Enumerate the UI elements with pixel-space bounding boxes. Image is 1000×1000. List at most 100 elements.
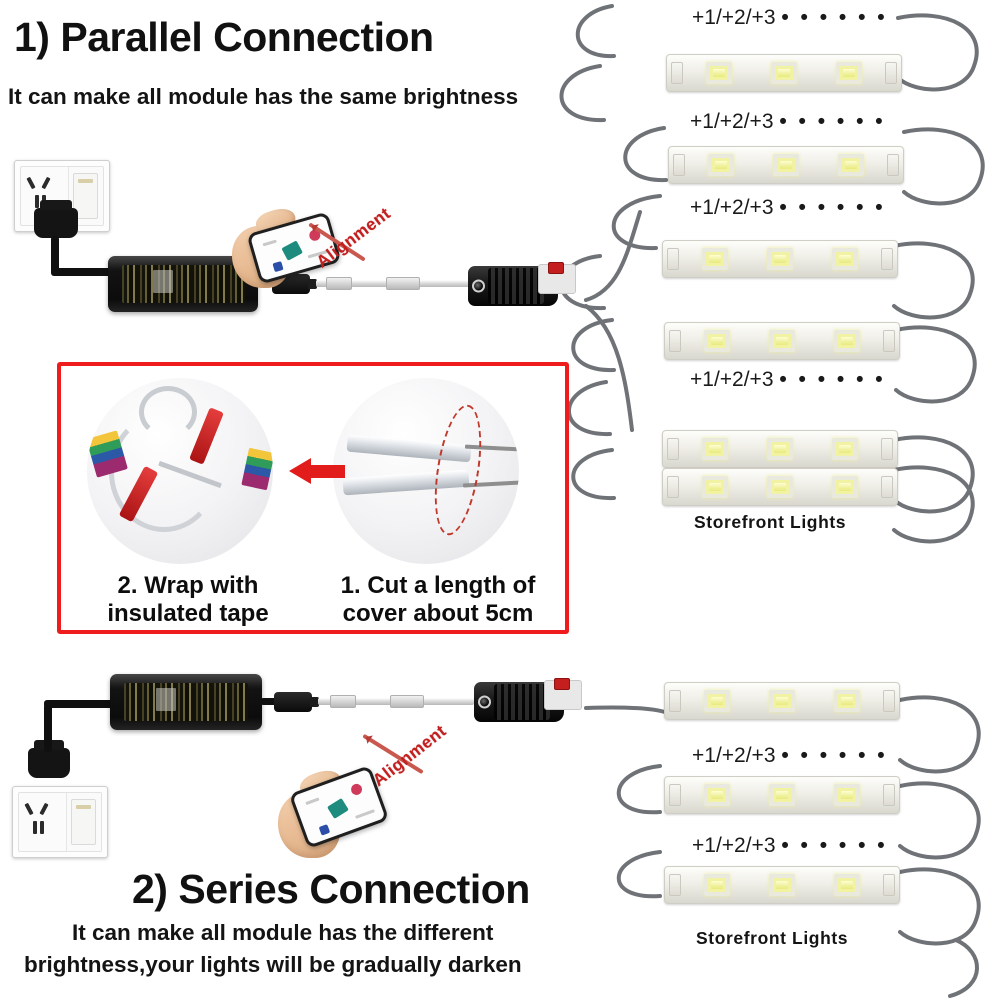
led-module bbox=[662, 468, 898, 506]
led-chip bbox=[708, 154, 735, 176]
cable-ferrule-b bbox=[390, 695, 424, 708]
led-chip bbox=[768, 784, 795, 806]
module-polarity-label: +1/+2/+3 • • • • • • bbox=[692, 834, 888, 858]
led-chip bbox=[831, 476, 858, 498]
series-subtitle-line2: brightness,your lights will be gradually… bbox=[24, 952, 522, 977]
callout-step-2: 2. Wrap with insulated tape bbox=[75, 572, 301, 629]
led-chip bbox=[706, 62, 733, 84]
socket-switch[interactable] bbox=[66, 793, 101, 851]
led-module bbox=[662, 430, 898, 468]
power-adapter-brick bbox=[110, 674, 262, 730]
led-chip bbox=[768, 690, 795, 712]
barrel-hole bbox=[472, 279, 485, 293]
led-module bbox=[664, 322, 900, 360]
polarity-text: +1/+2/+3 bbox=[690, 368, 774, 391]
cable-ferrule-b bbox=[386, 277, 420, 290]
series-subtitle-line1: It can make all module has the different bbox=[72, 920, 494, 945]
adapter-dc-cord bbox=[260, 698, 278, 705]
alignment-label-series: Alignment bbox=[369, 721, 450, 791]
led-chip bbox=[704, 690, 731, 712]
callout-box: 2. Wrap with insulated tape 1. Cut a len… bbox=[57, 362, 569, 634]
polarity-dots: • • • • • • bbox=[779, 110, 886, 133]
led-chip bbox=[704, 874, 731, 896]
step1-line2: cover about 5cm bbox=[342, 600, 534, 628]
cable-ferrule-a bbox=[326, 277, 352, 290]
led-chip bbox=[831, 438, 858, 460]
led-chip bbox=[768, 874, 795, 896]
ac-plug-cord bbox=[44, 704, 52, 752]
socket-face bbox=[18, 792, 102, 852]
ac-plug bbox=[34, 199, 78, 238]
ac-plug bbox=[28, 739, 70, 778]
led-chip bbox=[766, 476, 793, 498]
module-polarity-label: +1/+2/+3 • • • • • • bbox=[690, 110, 886, 134]
led-chip bbox=[831, 248, 858, 270]
led-chip bbox=[766, 438, 793, 460]
led-chip bbox=[772, 154, 799, 176]
callout-step-1: 1. Cut a length of cover about 5cm bbox=[315, 572, 561, 629]
adapter-label bbox=[121, 264, 245, 304]
led-chip bbox=[835, 62, 862, 84]
led-module bbox=[664, 776, 900, 814]
barrel-hole bbox=[478, 695, 491, 709]
led-chip bbox=[833, 330, 860, 352]
callout-arrow bbox=[289, 458, 345, 484]
led-chip bbox=[704, 784, 731, 806]
led-chip bbox=[766, 248, 793, 270]
led-chip bbox=[702, 438, 729, 460]
led-chip bbox=[833, 874, 860, 896]
led-module bbox=[666, 54, 902, 92]
polarity-text: +1/+2/+3 bbox=[690, 196, 774, 219]
wall-socket bbox=[12, 786, 108, 858]
module-polarity-label: +1/+2/+3 • • • • • • bbox=[690, 368, 886, 392]
led-chip bbox=[837, 154, 864, 176]
led-chip bbox=[833, 690, 860, 712]
step1-line1: 1. Cut a length of bbox=[340, 572, 536, 599]
connector-red-tab bbox=[548, 262, 564, 274]
step2-line1: 2. Wrap with bbox=[117, 572, 259, 599]
polarity-text: +1/+2/+3 bbox=[692, 834, 776, 857]
wrap-photo bbox=[87, 378, 273, 564]
ac-plug-cord bbox=[51, 236, 59, 274]
module-polarity-label: +1/+2/+3 • • • • • • bbox=[692, 6, 888, 30]
led-module bbox=[662, 240, 898, 278]
led-chip bbox=[770, 62, 797, 84]
ac-cord-to-adapter bbox=[51, 268, 115, 276]
led-chip bbox=[702, 476, 729, 498]
connector-clip bbox=[538, 264, 576, 294]
polarity-text: +1/+2/+3 bbox=[690, 110, 774, 133]
cut-marker-ellipse bbox=[426, 401, 490, 539]
polarity-dots: • • • • • • bbox=[779, 368, 886, 391]
led-module bbox=[668, 146, 904, 184]
parallel-heading: 1) Parallel Connection bbox=[14, 14, 434, 60]
ac-cord-to-adapter bbox=[44, 700, 116, 708]
series-heading: 2) Series Connection bbox=[132, 866, 530, 912]
connector-red-tab bbox=[554, 678, 570, 690]
led-chip bbox=[704, 330, 731, 352]
cable-ferrule-a bbox=[330, 695, 356, 708]
storefront-caption-parallel: Storefront Lights bbox=[694, 512, 847, 532]
storefront-caption-series: Storefront Lights bbox=[696, 928, 849, 948]
polarity-text: +1/+2/+3 bbox=[692, 6, 776, 29]
adapter-label bbox=[123, 682, 249, 722]
module-polarity-label: +1/+2/+3 • • • • • • bbox=[690, 196, 886, 220]
step2-line2: insulated tape bbox=[107, 600, 269, 628]
parallel-subtitle: It can make all module has the same brig… bbox=[8, 84, 519, 109]
smartphone-in-hand bbox=[232, 204, 352, 294]
dc-male-barrel-connector bbox=[274, 692, 319, 712]
led-chip bbox=[768, 330, 795, 352]
polarity-dots: • • • • • • bbox=[779, 196, 886, 219]
led-chip bbox=[833, 784, 860, 806]
polarity-text: +1/+2/+3 bbox=[692, 744, 776, 767]
rainbow-wire bbox=[241, 447, 273, 491]
polarity-dots: • • • • • • bbox=[781, 6, 888, 29]
polarity-dots: • • • • • • bbox=[781, 744, 888, 767]
smartphone-in-hand bbox=[278, 765, 398, 862]
led-module bbox=[664, 866, 900, 904]
led-chip bbox=[702, 248, 729, 270]
led-module bbox=[664, 682, 900, 720]
socket-receptacle bbox=[19, 793, 67, 851]
polarity-dots: • • • • • • bbox=[781, 834, 888, 857]
cut-photo bbox=[333, 378, 519, 564]
